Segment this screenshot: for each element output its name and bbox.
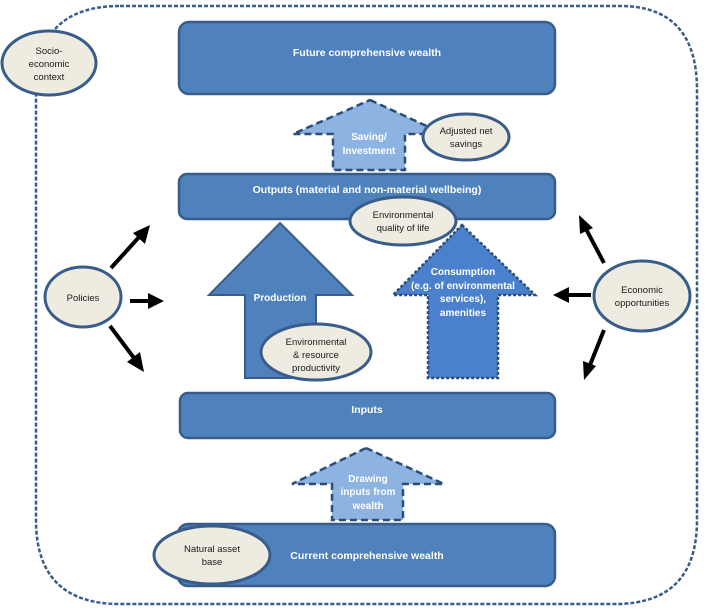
drawing-label-1: Drawing: [348, 474, 387, 485]
socio-economic-label-2: economic: [29, 59, 70, 70]
policies-group: Policies: [43, 225, 164, 372]
economic-arrow-left: [553, 287, 591, 303]
saving-label-2: Investment: [343, 146, 396, 157]
natural-asset-oval: Natural asset base: [152, 524, 272, 586]
production-arrow: Production: [206, 221, 355, 379]
economic-arrow-down-left: [583, 329, 606, 380]
drawing-label-2: inputs from: [341, 487, 396, 498]
env-productivity-label-3: productivity: [292, 363, 340, 374]
consumption-label-1: Consumption: [431, 267, 495, 278]
adjusted-net-savings-label-1: Adjusted net: [440, 126, 493, 137]
consumption-arrow: Consumption (e.g. of environmental servi…: [390, 223, 539, 380]
economic-arrow-up-left: [579, 215, 606, 264]
current-wealth-box: Current comprehensive wealth: [176, 522, 557, 588]
consumption-label-3: services),: [440, 294, 486, 305]
economic-opportunities-label-2: opportunities: [615, 298, 670, 309]
economic-opportunities-group: Economic opportunities: [553, 215, 692, 380]
env-productivity-label-2: & resource: [293, 350, 339, 361]
env-productivity-label-1: Environmental: [286, 337, 347, 348]
inputs-box: Inputs: [178, 391, 557, 440]
policies-arrow-right: [130, 293, 164, 309]
environmental-quality-oval: Environmental quality of life: [348, 195, 458, 247]
environmental-productivity-oval: Environmental & resource productivity: [259, 322, 373, 382]
consumption-label-2: (e.g. of environmental: [411, 281, 515, 292]
socio-economic-label-3: context: [34, 72, 65, 83]
economic-opportunities-label-1: Economic: [621, 285, 663, 296]
drawing-inputs-arrow: Drawing inputs from wealth: [291, 446, 445, 522]
drawing-label-3: wealth: [351, 501, 383, 512]
saving-investment-arrow: Saving/ Investment: [292, 98, 445, 172]
production-label: Production: [254, 293, 307, 304]
consumption-label-4: amenities: [440, 308, 487, 319]
natural-asset-label-1: Natural asset: [184, 544, 240, 555]
policies-arrow-up-right: [109, 225, 150, 270]
outputs-label: Outputs (material and non-material wellb…: [253, 184, 482, 196]
future-wealth-box: Future comprehensive wealth: [177, 20, 557, 96]
env-quality-label-1: Environmental: [373, 210, 434, 221]
inputs-label: Inputs: [351, 404, 383, 416]
policies-arrow-down-right: [108, 324, 144, 372]
socio-economic-label-1: Socio-: [36, 46, 63, 57]
env-quality-label-2: quality of life: [377, 223, 430, 234]
policies-label: Policies: [67, 293, 100, 304]
natural-asset-label-2: base: [202, 557, 223, 568]
current-wealth-label: Current comprehensive wealth: [290, 550, 443, 562]
saving-label-1: Saving/: [351, 132, 387, 143]
socio-economic-oval: Socio- economic context: [0, 29, 98, 97]
adjusted-net-savings-label-2: savings: [450, 139, 482, 150]
future-wealth-label: Future comprehensive wealth: [293, 47, 441, 59]
adjusted-net-savings-oval: Adjusted net savings: [421, 112, 511, 162]
